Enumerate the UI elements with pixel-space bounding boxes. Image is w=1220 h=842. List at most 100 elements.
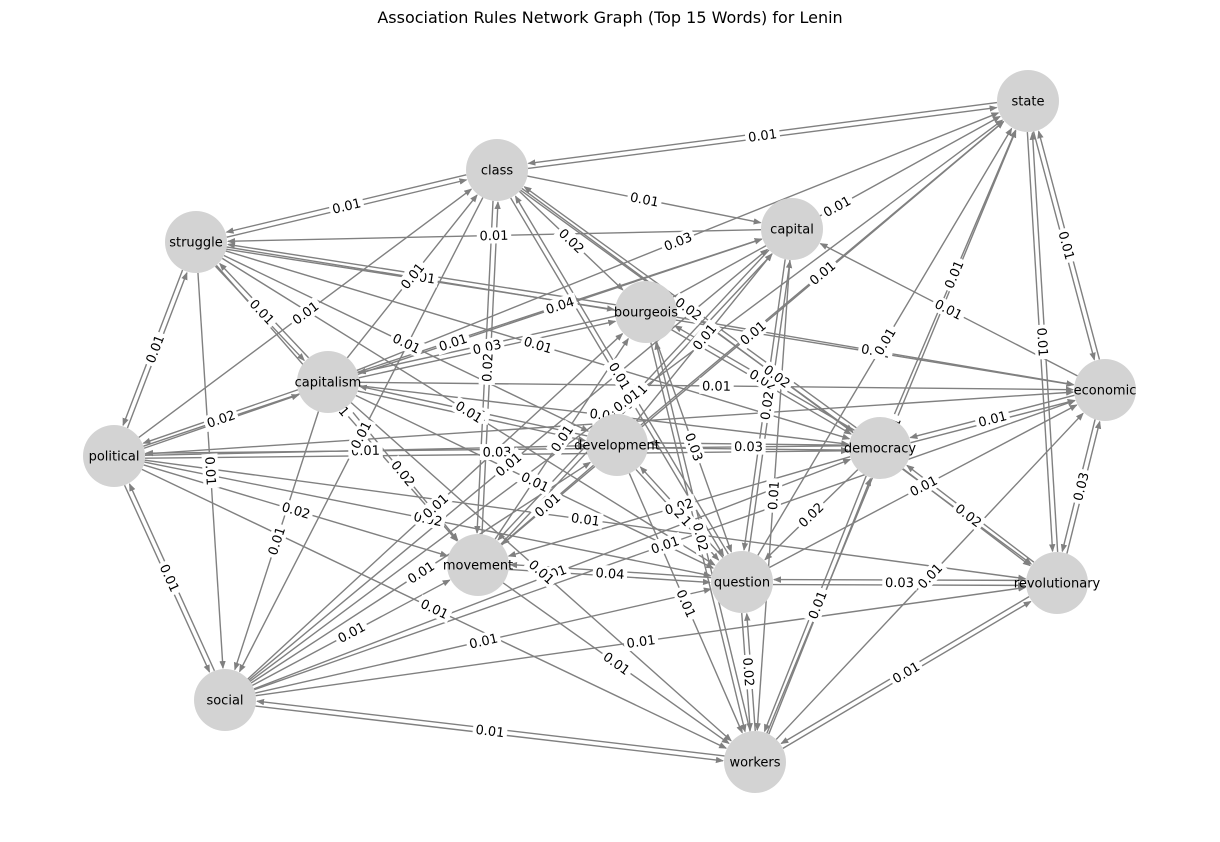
edge-label: 0.01: [973, 406, 1012, 432]
node-circle: [1026, 552, 1088, 614]
edge-label-background: [545, 419, 579, 458]
edge-label: 0.01: [567, 509, 604, 530]
edge-label-text: 0.01: [649, 534, 681, 558]
node-political: political: [83, 425, 145, 487]
node-circle: [447, 534, 509, 596]
edge-label-text: 0.01: [156, 562, 182, 595]
edge-label: 0.01: [516, 467, 554, 497]
nodes-layer: state class capital struggle bourgeois capita…: [83, 70, 1136, 793]
edge-label-text: 0.02: [759, 390, 778, 421]
edge-label: 0.01: [1033, 324, 1052, 360]
node-social: social: [194, 669, 256, 731]
edge-label: 0.02: [202, 405, 240, 433]
edge-label-background: [949, 498, 988, 533]
edge-label-text: 0.01: [747, 127, 778, 146]
edge-label: 0.02: [385, 455, 421, 492]
node-circle: [194, 669, 256, 731]
edge-label-text: 0.02: [205, 408, 237, 432]
edge-label-background: [887, 656, 925, 689]
edge-label-text: 0.01: [479, 229, 508, 245]
node-label: movement: [443, 559, 513, 574]
node-label: capitalism: [295, 376, 362, 391]
edge-label-text: 0.01: [702, 379, 731, 394]
node-class: class: [466, 139, 528, 201]
edge-label: 0.01: [141, 330, 169, 368]
edge-label-background: [332, 617, 371, 648]
edge-label-background: [699, 377, 734, 395]
node-question: question: [711, 551, 773, 613]
node-democracy: democracy: [844, 417, 916, 479]
node-workers: workers: [724, 731, 786, 793]
node-circle: [711, 551, 773, 613]
edge-label-background: [529, 487, 566, 523]
edge-label-background: [764, 477, 783, 514]
edge-label-text: 0.03: [1071, 471, 1093, 503]
node-label: political: [89, 450, 140, 465]
edge-label: 0.01: [155, 559, 184, 597]
edge-label-background: [141, 330, 169, 368]
edge-label-background: [626, 188, 663, 211]
edge-label-background: [490, 447, 527, 482]
graph-title: Association Rules Network Graph (Top 15 …: [377, 8, 842, 27]
node-bourgeois: bourgeois: [614, 281, 678, 343]
node-circle: [997, 70, 1059, 132]
edge-label-background: [541, 292, 579, 319]
edge-label-background: [688, 518, 713, 556]
node-circle: [849, 417, 911, 479]
node-movement: movement: [443, 534, 513, 596]
edge-label-text: 0.01: [908, 473, 941, 500]
edge-label-text: 0.01: [475, 723, 505, 741]
edge-label: 0.01: [939, 255, 969, 294]
node-label: class: [481, 164, 513, 179]
node-circle: [83, 425, 145, 487]
edge-label: 0.01: [244, 293, 280, 331]
edge-label: 0.01: [201, 453, 220, 489]
edge-label-background: [669, 292, 708, 326]
edge-label: 0.02: [739, 654, 758, 690]
edge-label-background: [385, 455, 421, 492]
node-label: bourgeois: [614, 306, 678, 321]
edge-label-background: [758, 359, 796, 394]
edge-label-text: 0.01: [766, 481, 783, 511]
edge-label-background: [669, 503, 690, 524]
edge-label-background: [471, 721, 509, 741]
edge-label-background: [244, 293, 280, 331]
edge-label-background: [793, 497, 829, 533]
edge-label-text: 0.01: [977, 409, 1009, 431]
node-circle: [615, 281, 677, 343]
edge-label-background: [468, 335, 506, 359]
edge-label-background: [671, 584, 701, 623]
edge-label-background: [519, 332, 557, 358]
edge-label: 0.01: [887, 656, 925, 689]
edge-label-background: [476, 227, 512, 244]
edge-label: 0.01: [327, 194, 366, 218]
edge-label-background: [804, 255, 841, 291]
node-label: state: [1012, 95, 1045, 110]
edge-label-background: [415, 594, 454, 624]
edge-label: 0.02: [688, 518, 713, 556]
node-struggle: struggle: [165, 211, 227, 273]
edge-label-background: [387, 328, 426, 359]
node-revolutionary: revolutionary: [1014, 552, 1101, 614]
edge-label-background: [687, 318, 722, 356]
edge-label-background: [646, 531, 684, 559]
edge-label-background: [1033, 324, 1052, 360]
edge-label-text: 0.01: [390, 331, 423, 357]
edge-label-text: 0.01: [626, 633, 657, 652]
edge-label-background: [201, 453, 220, 489]
edge-label-background: [680, 428, 708, 466]
edge-label: 0.01: [803, 586, 832, 624]
edge-label-background: [659, 227, 697, 256]
edge-label-background: [479, 443, 515, 461]
edge-label-background: [818, 191, 856, 222]
edge-label-background: [744, 364, 782, 396]
node-capital: capital: [761, 198, 823, 260]
edge-label-text: 0.02: [689, 521, 710, 553]
edge-label-background: [1054, 226, 1079, 265]
edge-label-background: [756, 387, 778, 424]
edge-label: 0.04: [592, 564, 628, 583]
edge-label: 0.01: [671, 584, 701, 623]
edge-label-background: [882, 574, 917, 591]
edge-label-background: [434, 329, 472, 356]
